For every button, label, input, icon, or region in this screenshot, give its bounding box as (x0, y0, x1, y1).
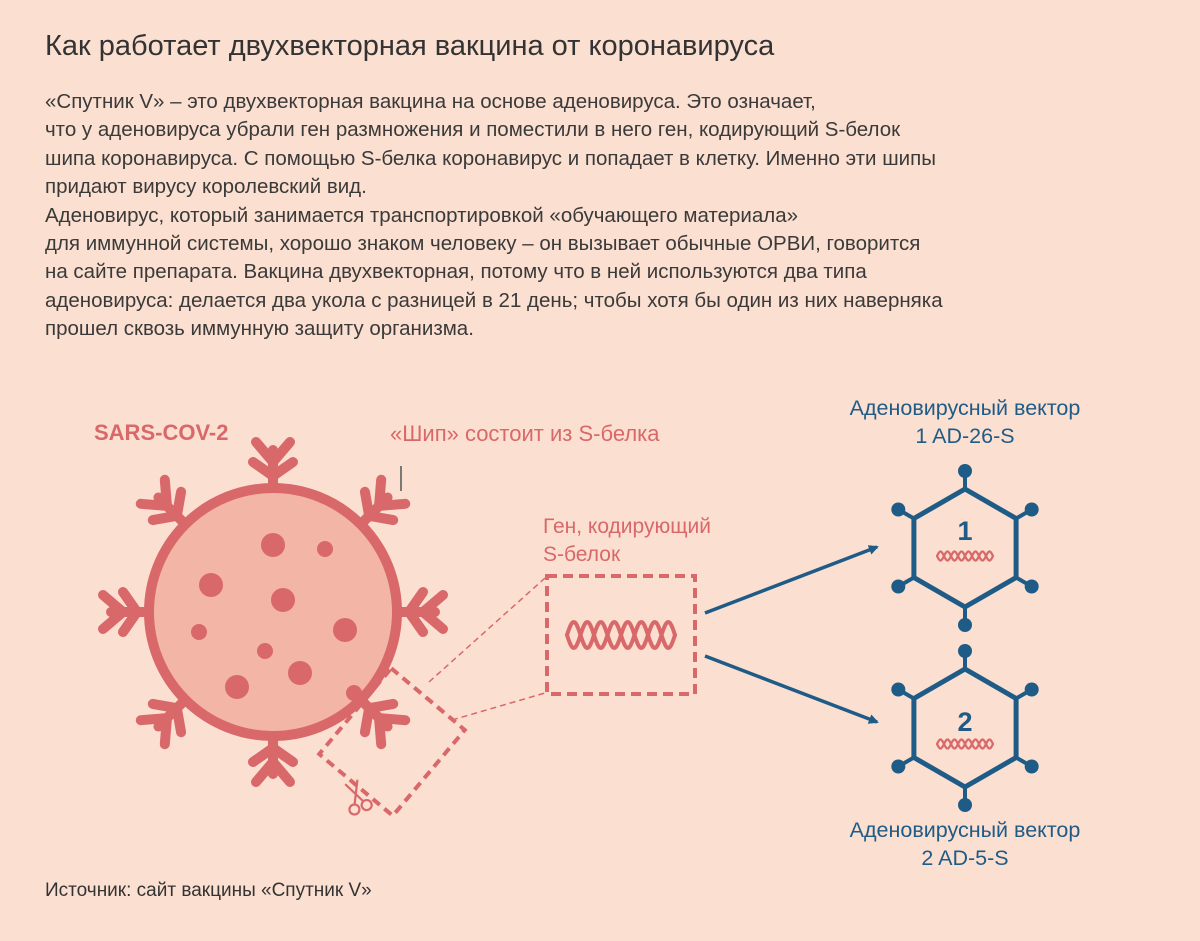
gene-box (545, 574, 697, 696)
coronavirus-illustration (98, 437, 448, 787)
vector-1-number: 1 (957, 516, 972, 546)
vector-fiber-knob (1024, 759, 1039, 774)
spike (135, 474, 195, 534)
intro-line: прошел сквозь иммунную защиту организма. (45, 317, 474, 341)
intro-line: для иммунной системы, хорошо знаком чело… (45, 232, 921, 256)
intro-line: «Спутник V» – это двухвекторная вакцина … (45, 90, 816, 113)
vector-1-label-line: 1 AD-26-S (915, 424, 1015, 448)
vector-fiber-knob (958, 798, 972, 812)
intro-line: на сайте препарата. Вакцина двухвекторна… (45, 260, 867, 284)
arrow-to-vector-1 (704, 545, 879, 615)
intro-line: что у аденовируса убрали ген размножения… (45, 118, 901, 142)
vector-fiber-knob (1024, 579, 1039, 594)
intro-line: аденовируса: делается два укола с разниц… (45, 288, 943, 312)
gene-label-line: S-белок (543, 543, 621, 566)
zoom-line-top (428, 577, 546, 683)
adenovirus-vector-1 (891, 464, 1039, 632)
spike-label: «Шип» состоит из S-белка (390, 421, 660, 446)
vector-1-label: Аденовирусный вектор 1 AD-26-S (820, 394, 1110, 450)
vector-fiber-knob (1024, 682, 1039, 697)
gene-dna-icon (565, 620, 677, 650)
vector-fiber-knob (958, 644, 972, 658)
intro-line: шипа коронавируса. С помощью S-белка кор… (45, 146, 936, 170)
source-note: Источник: сайт вакцины «Спутник V» (45, 880, 372, 901)
vector-2-label: Аденовирусный вектор 2 AD-5-S (820, 816, 1110, 872)
vector-2-number: 2 (957, 707, 972, 737)
vector-1-label-line: Аденовирусный вектор (849, 396, 1081, 420)
vector-fiber-knob (891, 579, 906, 594)
virus-spikes (98, 437, 448, 787)
scissors-icon (344, 779, 373, 816)
vector-fiber-knob (891, 759, 906, 774)
virus-body (144, 483, 402, 741)
vector-2-label-line: 2 AD-5-S (921, 846, 1009, 870)
page-title: Как работает двухвекторная вакцина от ко… (45, 30, 775, 62)
intro-line: придают вирусу королевский вид. (45, 175, 367, 199)
virus-dots (191, 533, 362, 701)
vector-2-label-line: Аденовирусный вектор (849, 818, 1081, 842)
vector-fiber-knob (891, 682, 906, 697)
vector-fiber-knob (958, 618, 972, 632)
vector-fiber-knob (1024, 502, 1039, 517)
intro-line: Аденовирус, который занимается транспорт… (45, 203, 798, 227)
virus-label: SARS-COV-2 (94, 420, 229, 445)
intro-text: «Спутник V» – это двухвекторная вакцина … (45, 88, 1175, 344)
zoom-line-bottom (451, 692, 546, 721)
gene-label-line: Ген, кодирующий (543, 515, 711, 538)
adenovirus-vector-2 (891, 644, 1039, 812)
vector-capsid (911, 486, 1019, 610)
gene-label: Ген, кодирующий S-белок (543, 513, 711, 569)
vector-fiber-knob (958, 464, 972, 478)
vector-fiber-knob (891, 502, 906, 517)
arrow-to-vector-2 (704, 654, 879, 724)
